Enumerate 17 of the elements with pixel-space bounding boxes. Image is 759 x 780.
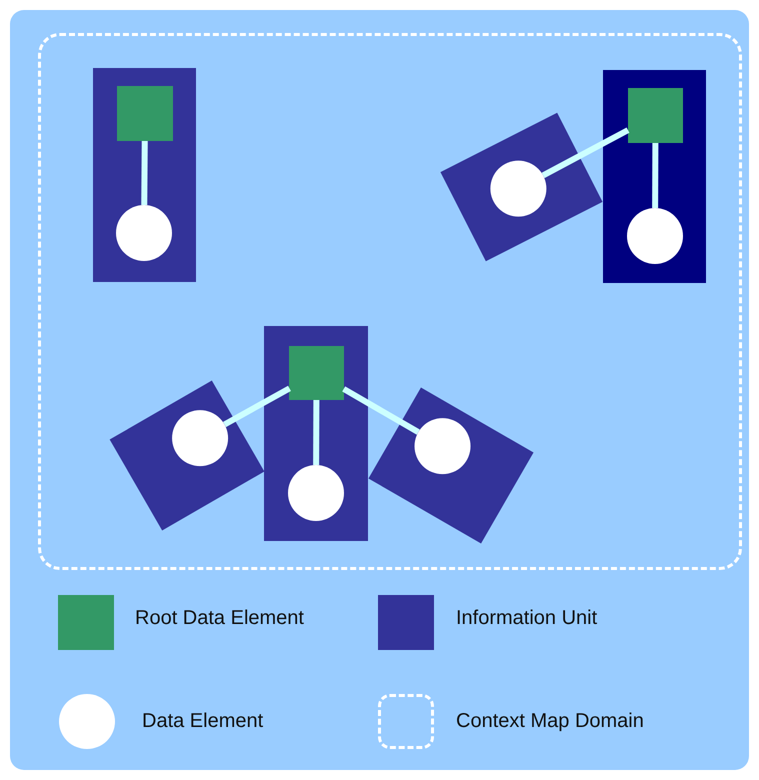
root-element-square: [628, 88, 683, 143]
root-element-square: [289, 346, 344, 400]
information-unit-block: [93, 68, 196, 282]
legend-label: Data Element: [142, 710, 264, 733]
domain-boundary: [38, 33, 742, 570]
connector-line: [141, 140, 148, 206]
root-element-square: [117, 86, 173, 141]
legend-label: Context Map Domain: [456, 710, 644, 733]
connector-line: [342, 386, 420, 435]
connector-line: [222, 386, 290, 428]
connector-line: [652, 142, 658, 208]
legend-label: Root Data Element: [135, 607, 304, 630]
connector-line: [313, 400, 320, 466]
legend-label: Information Unit: [456, 607, 598, 630]
information-unit-block: [603, 70, 706, 283]
information-unit-block: [264, 326, 368, 541]
connector-line: [542, 128, 630, 178]
